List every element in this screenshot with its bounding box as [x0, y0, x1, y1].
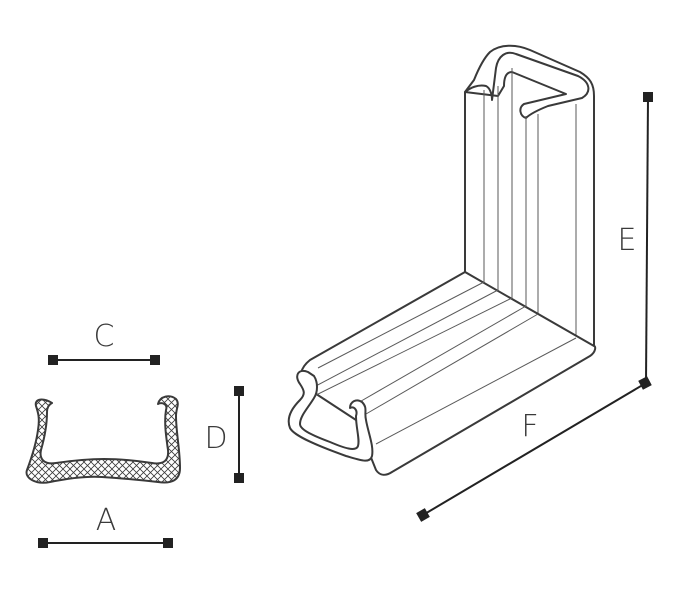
- cross-section-profile: [25, 395, 181, 484]
- dimension-a: A: [38, 503, 173, 548]
- dimension-label-d: D: [204, 421, 227, 456]
- dimension-label-a: A: [96, 503, 117, 538]
- dimension-e: E: [618, 92, 653, 390]
- dimension-c: C: [48, 319, 160, 365]
- dimension-label-f: F: [521, 409, 538, 444]
- dimension-f: F: [416, 382, 647, 522]
- dimension-label-c: C: [94, 319, 115, 354]
- corner-profile-3d: [287, 44, 597, 476]
- dimension-d: D: [204, 386, 244, 483]
- dimension-label-e: E: [618, 223, 637, 258]
